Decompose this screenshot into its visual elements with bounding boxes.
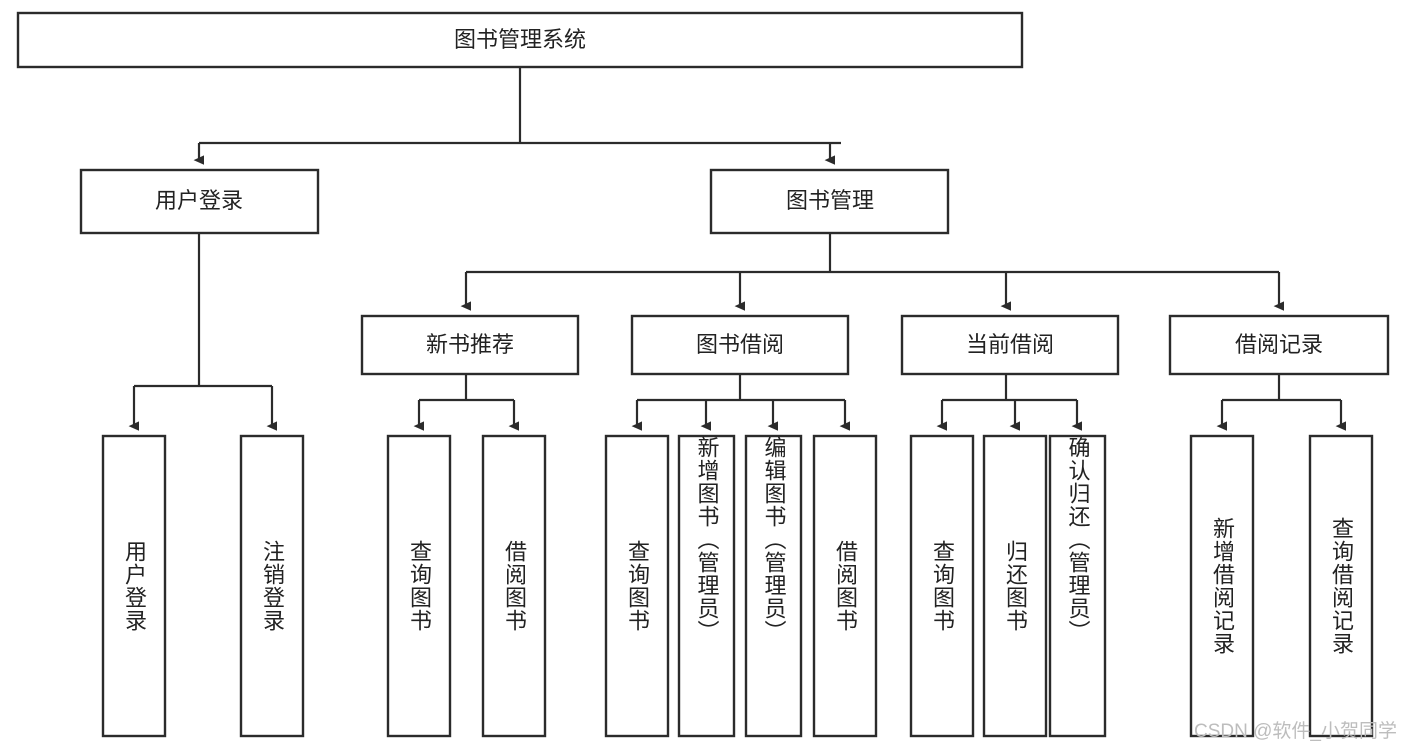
leaf-edit-book-admin-label: 编辑图书（管理员） xyxy=(761,436,787,643)
node-borrow-record-label: 借阅记录 xyxy=(1235,332,1323,357)
leaf-query-book-current[interactable]: 查询图书 xyxy=(911,436,973,736)
leaf-box-user-login[interactable] xyxy=(101,434,167,738)
node-borrow-record[interactable]: 借阅记录 xyxy=(1168,314,1390,376)
leaf-box-add-borrow-record[interactable] xyxy=(1189,434,1255,738)
leaf-add-borrow-record[interactable]: 新增借阅记录 xyxy=(1191,436,1253,736)
leaf-return-book-label: 归还图书 xyxy=(1002,540,1028,632)
connector-root-to-level2 xyxy=(193,67,841,165)
connector-book-manage-to-level3 xyxy=(460,233,1284,311)
connector-book-borrow-to-leaves xyxy=(631,374,850,431)
leaf-borrow-book-label: 借阅图书 xyxy=(832,540,858,632)
leaf-add-book-admin[interactable]: 新增图书（管理员） xyxy=(679,436,734,736)
leaf-box-query-borrow-record[interactable] xyxy=(1308,434,1374,738)
leaf-borrow-book-new[interactable]: 借阅图书 xyxy=(483,436,545,736)
node-root-system[interactable]: 图书管理系统 xyxy=(16,11,1024,69)
leaf-confirm-return-admin-label: 确认归还（管理员） xyxy=(1065,436,1091,643)
leaf-box-edit-book-admin[interactable] xyxy=(744,434,803,738)
node-book-management[interactable]: 图书管理 xyxy=(709,168,950,235)
node-current-borrow-label: 当前借阅 xyxy=(966,332,1054,357)
leaf-query-book-borrow-label: 查询图书 xyxy=(624,540,650,632)
leaf-query-book-new[interactable]: 查询图书 xyxy=(388,436,450,736)
leaf-edit-book-admin[interactable]: 编辑图书（管理员） xyxy=(746,436,801,736)
node-current-borrow[interactable]: 当前借阅 xyxy=(900,314,1120,376)
leaf-confirm-return-admin[interactable]: 确认归还（管理员） xyxy=(1050,436,1105,736)
leaf-box-borrow-book[interactable] xyxy=(812,434,878,738)
leaf-user-login[interactable]: 用户登录 xyxy=(103,436,165,736)
node-new-book-recommend[interactable]: 新书推荐 xyxy=(360,314,580,376)
csdn-watermark: CSDN @软件_小贺同学 xyxy=(1194,721,1397,742)
node-book-borrow-label: 图书借阅 xyxy=(696,332,784,357)
leaf-borrow-book[interactable]: 借阅图书 xyxy=(814,436,876,736)
connector-borrow-record-to-leaves xyxy=(1216,374,1346,431)
leaf-borrow-book-new-label: 借阅图书 xyxy=(501,540,527,632)
leaf-query-book-new-label: 查询图书 xyxy=(406,540,432,632)
node-user-login-label: 用户登录 xyxy=(155,188,243,213)
leaf-logout[interactable]: 注销登录 xyxy=(241,436,303,736)
leaf-box-confirm-return-admin[interactable] xyxy=(1048,434,1107,738)
leaf-query-borrow-record[interactable]: 查询借阅记录 xyxy=(1310,436,1372,736)
leaf-return-book[interactable]: 归还图书 xyxy=(984,436,1046,736)
leaf-add-book-admin-label: 新增图书（管理员） xyxy=(694,436,720,643)
node-root-label: 图书管理系统 xyxy=(454,27,586,52)
leaf-box-borrow-book-new[interactable] xyxy=(481,434,547,738)
leaf-box-query-book-new[interactable] xyxy=(386,434,452,738)
connector-current-borrow-to-leaves xyxy=(936,374,1082,431)
leaf-box-add-book-admin[interactable] xyxy=(677,434,736,738)
connector-new-book-rec-to-leaves xyxy=(413,374,519,431)
leaf-box-query-book-current[interactable] xyxy=(909,434,975,738)
leaf-box-query-book-borrow[interactable] xyxy=(604,434,670,738)
leaf-logout-label: 注销登录 xyxy=(259,540,285,632)
node-book-management-label: 图书管理 xyxy=(786,188,874,213)
node-user-login[interactable]: 用户登录 xyxy=(79,168,320,235)
leaf-add-borrow-record-label: 新增借阅记录 xyxy=(1209,517,1235,655)
leaf-box-logout[interactable] xyxy=(239,434,305,738)
leaf-box-return-book[interactable] xyxy=(982,434,1048,738)
node-new-book-recommend-label: 新书推荐 xyxy=(426,332,514,357)
leaf-query-book-current-label: 查询图书 xyxy=(929,540,955,632)
node-book-borrow[interactable]: 图书借阅 xyxy=(630,314,850,376)
leaf-query-borrow-record-label: 查询借阅记录 xyxy=(1328,517,1354,655)
connector-user-login-to-leaves xyxy=(128,233,277,431)
leaf-query-book-borrow[interactable]: 查询图书 xyxy=(606,436,668,736)
leaf-user-login-label: 用户登录 xyxy=(121,540,147,632)
leaf-boxes xyxy=(101,434,1374,738)
